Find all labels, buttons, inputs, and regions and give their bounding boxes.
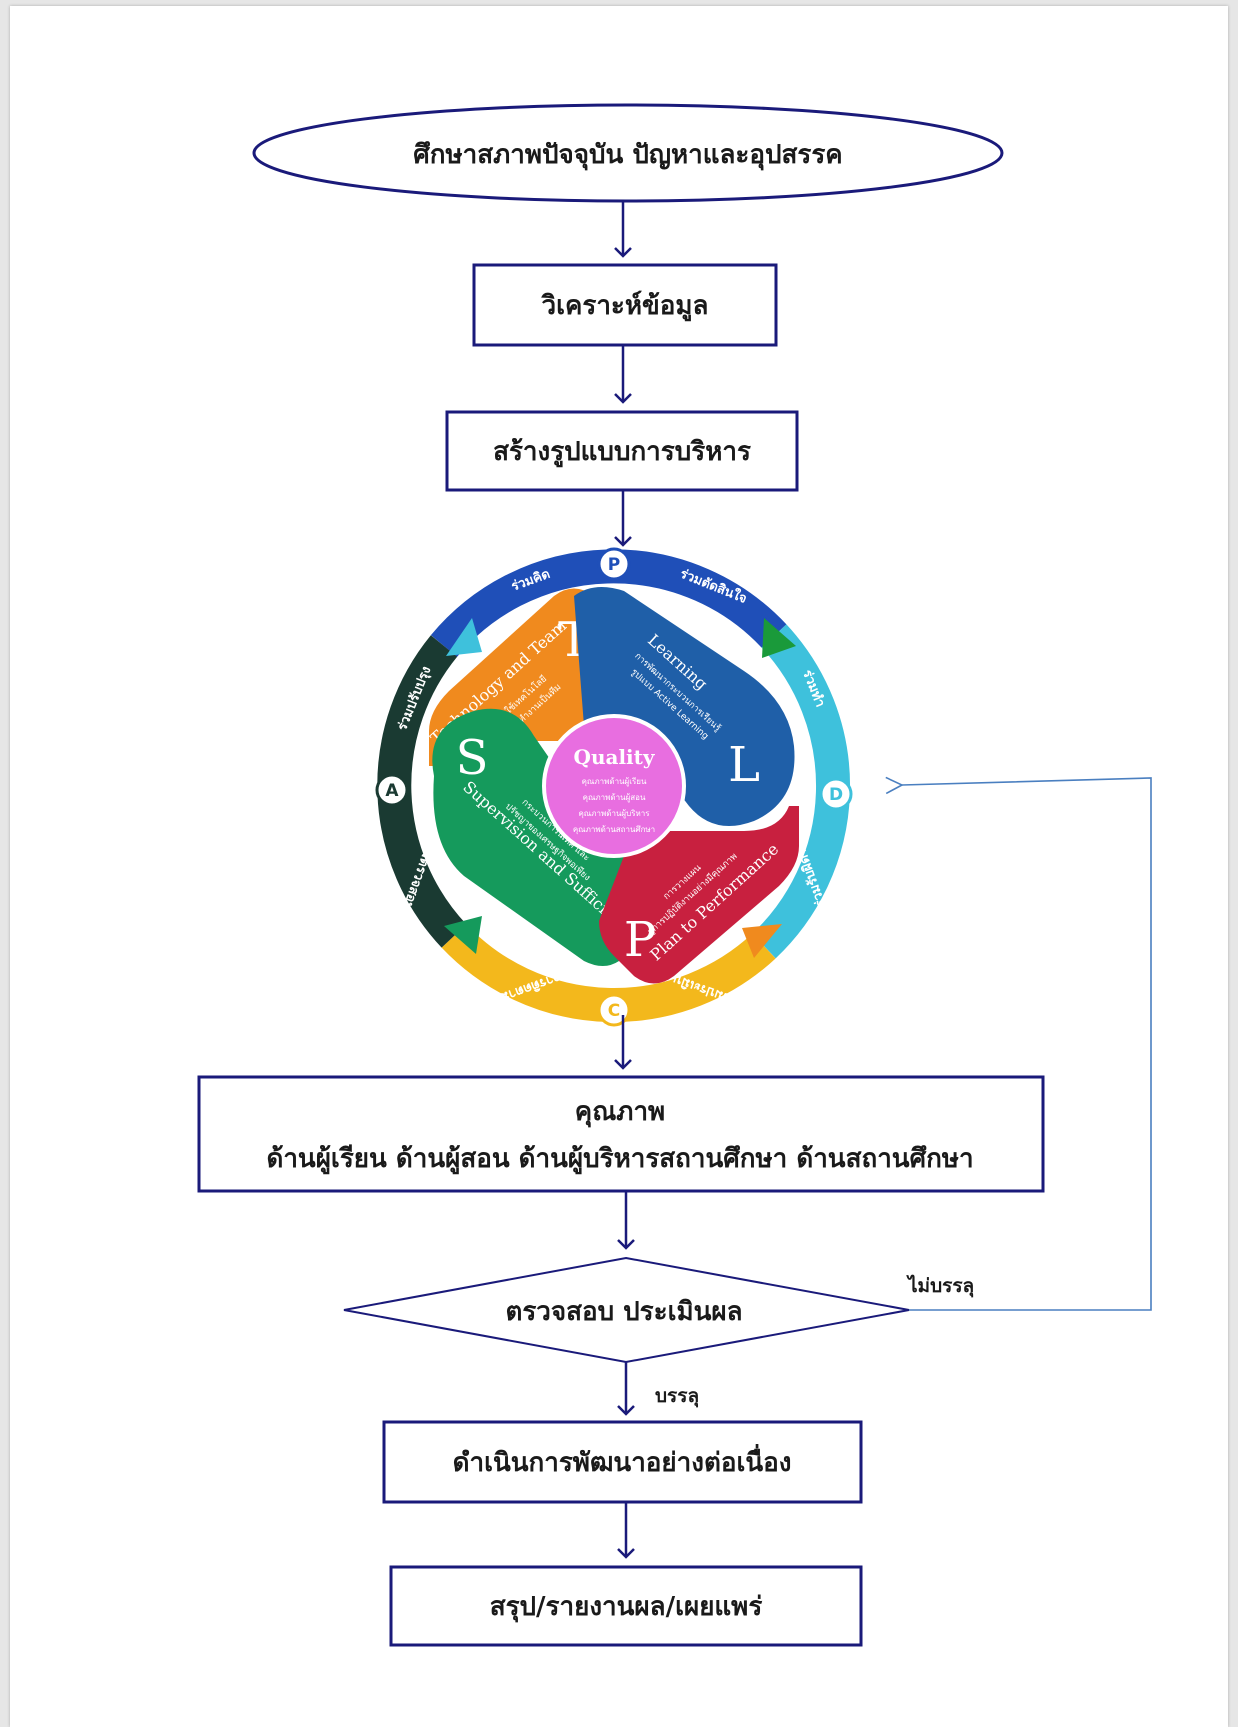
evaluate-node: ตรวจสอบ ประเมินผล — [343, 1256, 910, 1364]
quality-line-2: คุณภาพด้านผู้สอน — [583, 793, 646, 803]
petal-p-letter: P — [624, 912, 656, 968]
ring-arrow-tip-right — [742, 924, 782, 958]
petal-s-letter: S — [456, 730, 489, 786]
badge-a-letter: A — [385, 781, 399, 801]
quality-node: คุณภาพ ด้านผู้เรียน ด้านผู้สอน ด้านผู้บร… — [197, 1075, 1045, 1193]
ring-arrow-tip-left — [446, 618, 482, 656]
ring-arrow-tip-bottom — [444, 916, 482, 954]
badge-d: D — [819, 777, 853, 811]
badge-c: C — [597, 993, 631, 1027]
ring-arrow-tip-top — [762, 618, 796, 658]
evaluate-label: ตรวจสอบ ประเมินผล — [505, 1297, 742, 1327]
build-model-node: สร้างรูปแบบการบริหาร — [445, 410, 799, 492]
badge-a: A — [375, 773, 409, 807]
report-node: สรุป/รายงานผล/เผยแพร่ — [389, 1565, 863, 1647]
develop-label: ดำเนินการพัฒนาอย่างต่อเนื่อง — [453, 1443, 792, 1478]
fail-label: ไม่บรรลุ — [906, 1274, 974, 1298]
petal-l: L Learning การพัฒนากระบวนการเรียนรู้ รูป… — [574, 587, 795, 826]
analyze-label: วิเคราะห์ข้อมูล — [541, 290, 708, 322]
quality-node-title: คุณภาพ — [575, 1097, 665, 1128]
pass-label: บรรลุ — [655, 1385, 699, 1408]
quality-line-1: คุณภาพด้านผู้เรียน — [582, 777, 647, 787]
quality-line-3: คุณภาพด้านผู้บริหาร — [578, 809, 650, 819]
quality-node-detail: ด้านผู้เรียน ด้านผู้สอน ด้านผู้บริหารสถา… — [266, 1144, 973, 1175]
develop-node: ดำเนินการพัฒนาอย่างต่อเนื่อง — [382, 1420, 863, 1504]
tlsp-model: ร่วมคิด ร่วมตัดสินใจ ร่วมทำ ร่วมรับผิดชอ… — [375, 547, 853, 1027]
badge-p-letter: P — [608, 555, 620, 575]
badge-d-letter: D — [829, 785, 843, 805]
quality-center: Quality คุณภาพด้านผู้เรียน คุณภาพด้านผู้… — [542, 714, 686, 858]
badge-p: P — [597, 547, 631, 581]
badge-c-letter: C — [608, 1001, 620, 1021]
build-model-label: สร้างรูปแบบการบริหาร — [493, 437, 751, 468]
start-node: ศึกษาสภาพปัจจุบัน ปัญหาและอุปสรรค — [252, 103, 1004, 203]
analyze-node: วิเคราะห์ข้อมูล — [472, 263, 778, 347]
report-label: สรุป/รายงานผล/เผยแพร่ — [490, 1592, 763, 1623]
quality-line-4: คุณภาพด้านสถานศึกษา — [573, 825, 655, 834]
feedback-loop — [885, 776, 1152, 1311]
quality-title: Quality — [574, 745, 656, 769]
petal-l-letter: L — [728, 737, 760, 793]
start-label: ศึกษาสภาพปัจจุบัน ปัญหาและอุปสรรค — [413, 140, 842, 171]
